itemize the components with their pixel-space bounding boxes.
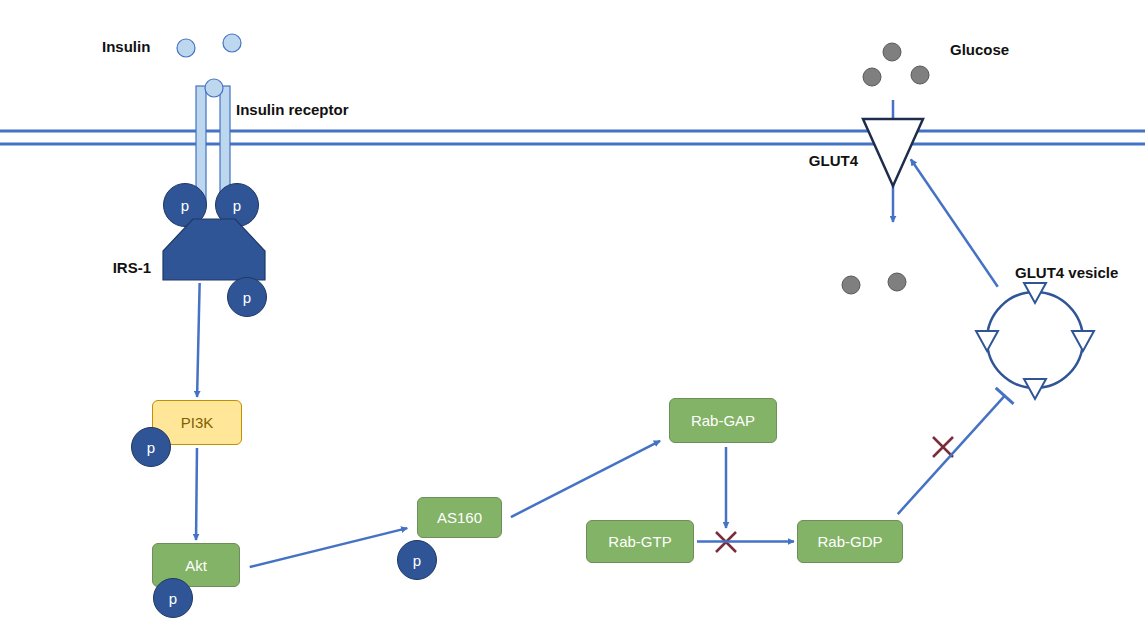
node-text: p [181, 197, 189, 214]
arrow-connector [250, 528, 408, 567]
node-text: Rab-GDP [817, 533, 882, 550]
insulin-molecules [177, 34, 241, 57]
arrow-connector [697, 541, 794, 542]
arrow-connector [911, 159, 998, 286]
phospho-circle: p [397, 540, 437, 580]
node-text: IRS-1 [113, 259, 151, 276]
label-text: Insulin receptor [236, 101, 349, 118]
node-text: Rab-GTP [608, 533, 671, 550]
phospho-circle: p [227, 277, 267, 317]
protein-box: AS160 [417, 497, 502, 538]
node-text: AS160 [437, 509, 482, 526]
protein-box: Rab-GTP [586, 520, 694, 563]
arrow-connector [196, 448, 198, 540]
glut4-triangle [862, 118, 924, 187]
node-text: Rab-GAP [691, 412, 755, 429]
rab-gap-arrow [725, 447, 728, 528]
node-text: Akt [185, 557, 207, 574]
label-text: Glucose [950, 41, 1009, 58]
node-text: p [243, 289, 251, 306]
cell-membrane [0, 131, 1145, 144]
node-text: GLUT4 [809, 152, 858, 169]
glut4-vesicle: GLUT4 vesicle [985, 290, 1085, 390]
node-text: p [147, 439, 155, 456]
node-text: p [413, 552, 421, 569]
phospho-circle: p [153, 578, 193, 618]
arrow-connector [197, 283, 200, 397]
node-text: GLUT4 vesicle [1015, 264, 1118, 281]
inhibition-connector [898, 388, 1014, 514]
node-text: p [233, 197, 241, 214]
phospho-circle: p [131, 427, 171, 467]
arrow-connector [511, 441, 660, 517]
irs1-outline [163, 215, 265, 280]
vesicle-drawing [985, 290, 1085, 390]
protein-box: Rab-GAP [669, 398, 777, 443]
glut4-transporter: GLUT4 [862, 118, 924, 187]
label-text: Insulin [102, 38, 150, 55]
block-cross [716, 437, 953, 552]
node-text: PI3K [181, 414, 214, 431]
irs1-shape: IRS-1 [163, 215, 265, 280]
node-text: p [169, 590, 177, 607]
protein-box: Rab-GDP [797, 520, 903, 563]
